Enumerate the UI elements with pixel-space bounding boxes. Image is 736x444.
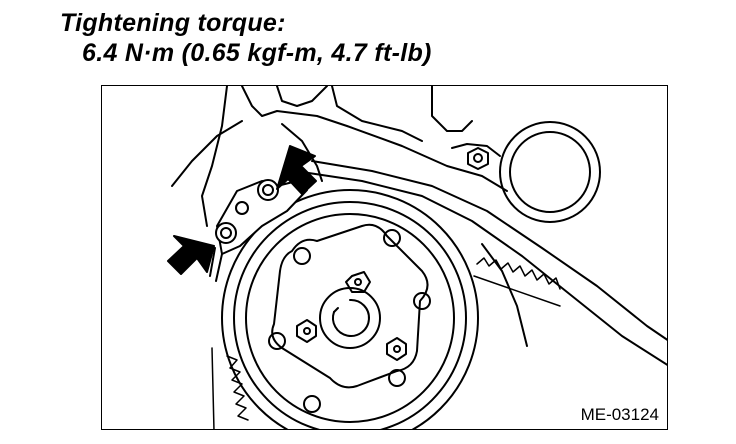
bolt-arrow-upper [276, 145, 317, 195]
engine-diagram [167, 86, 667, 429]
belt-teeth-left [211, 347, 249, 429]
hub-flange [268, 223, 431, 413]
torque-title: Tightening torque: [60, 9, 286, 37]
diagram-frame: ME-03124 [101, 85, 668, 430]
figure-id: ME-03124 [580, 405, 659, 424]
engine-block-outline [171, 86, 508, 227]
belt-teeth [473, 257, 561, 307]
crank-sprocket [221, 189, 479, 429]
idler-pulley [451, 121, 601, 223]
torque-value: 6.4 N·m (0.65 kgf-m, 4.7 ft-lb) [82, 39, 432, 67]
bolt-arrow-lower [167, 235, 215, 275]
torque-heading: Tightening torque: 6.4 N·m (0.65 kgf-m, … [60, 8, 432, 68]
